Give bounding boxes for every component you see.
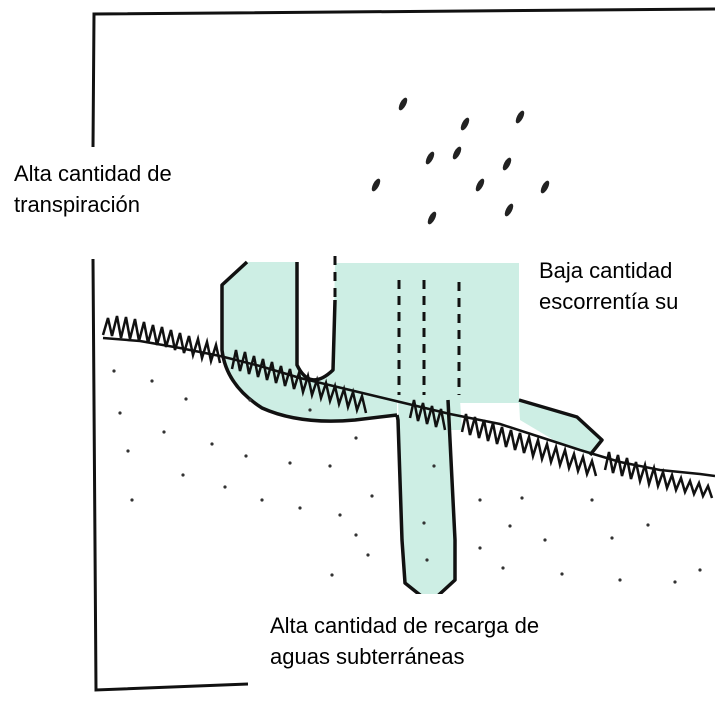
runoff-label: Baja cantidad escorrentía su <box>519 245 715 395</box>
recharge-column <box>395 399 457 605</box>
dashed-flows <box>333 256 461 395</box>
runoff-label-line2: escorrentía su <box>539 289 679 314</box>
ground-surface <box>101 315 715 500</box>
recharge-label-line2: aguas subterráneas <box>270 644 465 669</box>
water-regions <box>222 262 602 603</box>
diagram-frame <box>91 7 715 692</box>
transpiration-label-line1: Alta cantidad de <box>14 161 172 186</box>
runoff-label-line1: Baja cantidad <box>539 258 673 283</box>
rain-drops <box>371 97 550 225</box>
soil-dots <box>112 369 702 584</box>
recharge-label-line1: Alta cantidad de recarga de <box>270 613 540 638</box>
recharge-label: Alta cantidad de recarga de aguas subter… <box>248 594 715 705</box>
runoff-tongue <box>518 398 604 457</box>
transpiration-label-line2: transpiración <box>14 192 140 217</box>
transpiration-label: Alta cantidad de transpiración <box>0 147 326 259</box>
